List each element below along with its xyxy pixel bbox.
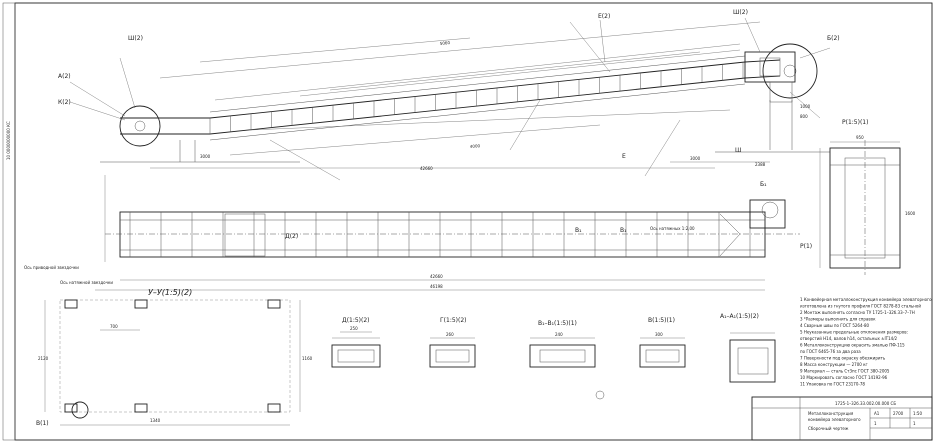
- outer-frame: [14, 2, 933, 441]
- note-line: 8 Масса конструкции — 2700 кг: [800, 362, 868, 367]
- plan-view: [95, 175, 800, 291]
- title-mass: 2700: [893, 411, 904, 416]
- left-tab-text: 10 0000000000 КС: [6, 121, 11, 160]
- head-hub: [783, 64, 797, 78]
- label-u-view: У–У(1:5)(2): [148, 288, 192, 297]
- plan-drive: [749, 199, 786, 229]
- title-sheets: 1: [913, 421, 916, 426]
- label-a: А(2): [58, 73, 71, 80]
- dim-plan-main: 42660: [430, 274, 443, 279]
- dim-d14: 1000: [800, 104, 811, 109]
- inclined-conveyor-view: [69, 17, 831, 181]
- label-b1: Б₁: [760, 181, 767, 188]
- label-sh-top: Ш(2): [128, 35, 143, 42]
- label-g-view: Г(1:5)(2): [440, 317, 467, 324]
- label-tension-axis: Ось натяжных 1:2,00: [650, 226, 695, 231]
- label-axis-drive: Ось приводной звездочки: [24, 265, 79, 270]
- title-sheet: 1: [874, 421, 877, 426]
- note-line: 6 Металлоконструкцию окрасить эмалью ПФ-…: [800, 343, 905, 348]
- label-b1-mid2: В₁: [620, 227, 627, 234]
- right-end-view: [819, 140, 901, 275]
- note-line: отверстий Н14, валов h14, остальных ±IT1…: [800, 336, 898, 341]
- plan-section-box: [224, 213, 266, 257]
- title-format: А1: [874, 411, 880, 416]
- head-sprocket-circle: [762, 43, 818, 99]
- dim-d-250: 250: [350, 326, 358, 331]
- note-line: 11 Упаковка по ГОСТ 23170-78: [800, 382, 865, 387]
- label-r-view: Р(1:5)(1): [842, 119, 868, 126]
- dim-vv-240: 240: [555, 332, 563, 337]
- dim-r-right: 1600: [905, 211, 916, 216]
- dim-r-top: 950: [856, 135, 864, 140]
- plan-panels: [129, 212, 751, 257]
- section-g-view: [429, 337, 476, 368]
- dim-d8: 2388: [755, 162, 766, 167]
- section-vb-view: [639, 337, 686, 368]
- label-d-view: Д(1:5)(2): [342, 317, 370, 324]
- dim-u-700: 700: [110, 324, 118, 329]
- label-vb-view: В(1:5)(1): [648, 317, 675, 324]
- label-aa-view: А₁–А₁(1:5)(2): [720, 313, 759, 320]
- title-line1: Металлоконструкция: [808, 411, 854, 416]
- plan-outline: [119, 211, 766, 258]
- note-line: 4 Сварные швы по ГОСТ 5264-80: [800, 323, 870, 328]
- drive-motor: [759, 57, 781, 77]
- dim-d2: 3000: [200, 154, 211, 159]
- note-line: по ГОСТ 6465-76 за два раза: [800, 349, 861, 354]
- label-axis-tension: Ось натяжной звездочки: [60, 280, 113, 285]
- dim-vb-300: 300: [655, 332, 663, 337]
- label-b1-mid: В₁: [575, 227, 582, 234]
- note-line: 1 Конвейерная металлоконструкция конвейе…: [800, 297, 932, 302]
- head-support: [769, 81, 793, 103]
- title-line3: Сборочный чертеж: [808, 426, 849, 431]
- dim-d1: 5060: [440, 40, 451, 46]
- title-scale: 1:50: [913, 411, 922, 416]
- note-line: 9 Материал — сталь Ст3пс ГОСТ 380-2005: [800, 369, 890, 374]
- label-r1: Р(1): [800, 243, 812, 250]
- label-e-small: Е: [622, 153, 626, 160]
- section-vv-view: [529, 337, 605, 400]
- tail-sprocket-circle: [119, 105, 161, 147]
- note-line: 5 Неуказанные предельные отклонения разм…: [800, 330, 908, 335]
- technical-notes: 1 Конвейерная металлоконструкция конвейе…: [800, 297, 932, 387]
- dim-u-left: 2120: [38, 356, 49, 361]
- tail-hub: [134, 120, 146, 132]
- section-d-view: [331, 331, 381, 368]
- stamp-code: 1725-1–32б.33.002.00.000 СБ: [835, 401, 896, 406]
- note-line: 10 Маркировать согласно ГОСТ 14192-96: [800, 375, 888, 380]
- dim-d-h: 4000: [470, 143, 481, 149]
- dim-plan-total: 46198: [430, 284, 443, 289]
- dim-d5: 3000: [690, 156, 701, 161]
- dim-u-bottom: 1340: [150, 418, 161, 423]
- note-line: 3 *Размеры выполнить для справок: [800, 317, 876, 322]
- section-u-view: [44, 299, 301, 426]
- label-vv-view: В₁–В₁(1:5)(1): [538, 320, 577, 327]
- dim-g-260: 260: [446, 332, 454, 337]
- note-line: изготовлена из гнутого профиля ГОСТ 8278…: [800, 304, 921, 309]
- label-d-mid: Д(2): [285, 233, 298, 240]
- truss-panels: [209, 62, 744, 134]
- label-b: Б(2): [827, 35, 840, 42]
- dim-u-right: 1160: [302, 356, 313, 361]
- dim-d-main-top: 42660: [420, 166, 433, 171]
- label-sh-small: Ш: [735, 147, 741, 154]
- title-block: [751, 396, 933, 441]
- dim-d13: 800: [800, 114, 808, 119]
- label-k: К(2): [58, 99, 71, 106]
- note-line: 2 Монтаж выполнять согласно ТУ 1725-1–32…: [800, 310, 915, 315]
- left-margin-strip: [2, 2, 16, 441]
- note-line: 7 Поверхности под окраску обезжирить: [800, 356, 886, 361]
- label-v1: В(1): [36, 420, 49, 427]
- title-line2: конвейера элеваторного: [808, 417, 861, 422]
- label-e: Е(2): [598, 13, 610, 20]
- label-sh: Ш(2): [733, 9, 748, 16]
- section-aa-view: [729, 332, 776, 383]
